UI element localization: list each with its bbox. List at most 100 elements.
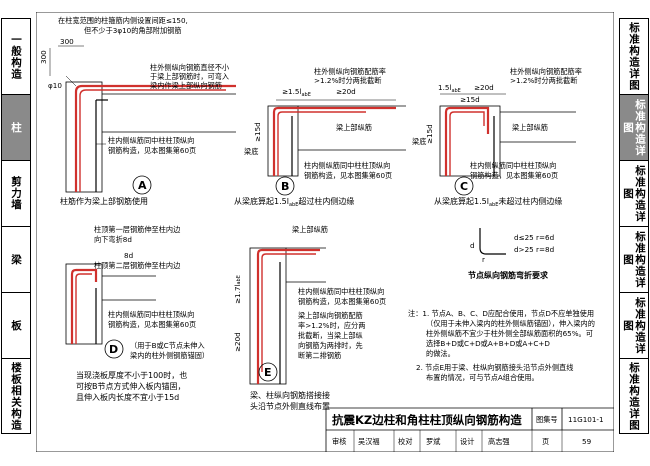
atlas-number: 11G101-1 (568, 415, 604, 424)
detail-e-note-5: 批截断，当梁上部纵 (298, 331, 363, 340)
bend-d-label: d (470, 241, 475, 250)
title-block: 抗震KZ边柱和角柱柱顶纵向钢筋构造 图集号 11G101-1 审核 吴汉福 校对… (325, 407, 614, 452)
left-tab-column[interactable]: 柱 (1, 94, 31, 160)
right-tab-1[interactable]: 标准构造详图 (619, 18, 649, 94)
left-category-tabs: 一般构造 柱 剪力墙 梁 板 楼板相关构造 (1, 18, 31, 434)
right-tab-2[interactable]: 标准构造详图 (619, 94, 649, 160)
reviewer-name: 吴汉福 (358, 437, 380, 446)
bend-caption: 节点纵向钢筋弯折要求 (468, 270, 549, 280)
detail-c-dim-20d: ≥20d (474, 83, 494, 92)
detail-b-dim-15d: ≥15d (253, 122, 262, 142)
detail-c-note-bottom-1: 柱内侧纵筋同中柱柱顶纵向 (470, 161, 556, 170)
detail-b-dim-len: ≥1.5labE (282, 87, 311, 98)
right-category-tabs: 标准构造详图 标准构造详图 标准构造详图 标准构造详图 标准构造详图 标准构造详… (619, 18, 649, 434)
page-label: 页 (542, 437, 549, 446)
detail-e-note-1: 柱内侧纵筋同中柱柱顶纵向 (298, 287, 384, 296)
detail-e-caption-1: 梁、柱纵向钢筋搭接接 (250, 390, 330, 400)
detail-b-caption: 从梁底算起1.5labE超过柱内侧边缘 (234, 196, 354, 208)
detail-b-note-2: >1.2%时分两批截断 (314, 76, 381, 85)
note-line-4: 选择B+D或C+D或A+B+D或A+C+D (426, 339, 550, 348)
detail-b: 柱外侧纵向钢筋配筋率 >1.2%时分两批截断 ≥1.5labE ≥20d ≥15… (234, 67, 406, 208)
detail-d-dim-8d: 8d (124, 251, 133, 260)
detail-b-beam-bottom: 梁底 (244, 147, 258, 156)
design-label: 设计 (460, 437, 474, 446)
detail-e-note-7: 断第二排钢筋 (298, 351, 341, 360)
detail-d-note-3: 柱顶第二层钢筋伸至柱内边 (94, 261, 180, 270)
sheet-title: 抗震KZ边柱和角柱柱顶纵向钢筋构造 (332, 413, 522, 427)
detail-a-note-bottom-1: 柱内侧纵筋同中柱柱顶纵向 (108, 136, 194, 145)
notes-block: 注：1. 节点A、B、C、D应配合使用，节点D不应单独使用 （仅用于未伸入梁内的… (408, 309, 595, 382)
note-line-2: （仅用于未伸入梁内的柱外侧纵筋锚固），伸入梁内的 (426, 319, 595, 328)
detail-c-dim-15d: ≥15d (460, 95, 480, 104)
detail-a-label: A (138, 179, 147, 192)
detail-a-dim-phi: φ10 (48, 81, 62, 90)
bend-rule-2: d>25 r=8d (514, 245, 554, 254)
right-tab-6[interactable]: 标准构造详图 (619, 358, 649, 434)
detail-c-note-1: 柱外侧纵向钢筋配筋率 (510, 67, 582, 76)
detail-a-note-side-2: 于梁上部钢筋时，可弯入 (150, 72, 229, 81)
detail-d-label-note-1: （用于B或C节点未伸入 (130, 341, 205, 350)
detail-d-caption-3: 且伸入板内长度不宜小于15d (76, 392, 179, 402)
detail-b-label: B (281, 180, 289, 193)
check-label: 校对 (398, 437, 412, 446)
left-tab-beam[interactable]: 梁 (1, 226, 31, 292)
detail-a-note-top-1: 在柱宽范围的柱箍筋内侧设置间距≤150, (58, 16, 188, 25)
detail-c-dim-len: 1.5labE (438, 83, 461, 94)
detail-c-note-2: >1.2%时分两批截断 (510, 76, 577, 85)
detail-e: 梁上部纵筋 ≥1.7labE ≥20d 柱内侧纵筋同中柱柱顶纵向 钢筋构造，见本… (233, 225, 386, 411)
note-line-6: 2. 节点E用于梁、柱纵向钢筋接头沿节点外侧直线 (416, 363, 573, 372)
detail-e-note-3: 梁上部纵向钢筋配筋 (298, 311, 363, 320)
detail-d-note-2: 向下弯折8d (94, 235, 132, 244)
detail-c-dim-15d-v: ≥15d (425, 124, 434, 144)
detail-a-note-bottom-2: 钢筋构造，见本图集第60页 (108, 146, 196, 155)
note-line-3: 柱外侧纵筋不宜少于柱外侧全部纵筋面积的65%。可 (426, 329, 593, 338)
detail-c-label: C (460, 180, 468, 193)
detail-c-note-bottom-2: 钢筋构造，见本图集第60页 (470, 171, 558, 180)
detail-e-beam-top: 梁上部纵筋 (292, 225, 328, 234)
detail-a-note-side-1: 柱外侧纵向钢筋直径不小 (150, 63, 229, 72)
detail-a-note-top-2: 但不少于3φ10的角部附加钢筋 (84, 26, 182, 35)
detail-a-dim-300-h: 300 (60, 37, 74, 46)
detail-a: 在柱宽范围的柱箍筋内侧设置间距≤150, 但不少于3φ10的角部附加钢筋 300… (39, 16, 236, 206)
right-tab-3[interactable]: 标准构造详图 (619, 160, 649, 226)
note-line-5: 的做法。 (426, 349, 455, 358)
left-tab-shearwall[interactable]: 剪力墙 (1, 160, 31, 226)
detail-a-note-side-3: 梁内作梁上部纵向钢筋 (150, 81, 222, 90)
detail-d: 柱顶第一层钢筋伸至柱内边 向下弯折8d 8d 柱顶第二层钢筋伸至柱内边 柱内侧纵… (65, 225, 209, 402)
detail-d-note-1: 柱顶第一层钢筋伸至柱内边 (94, 225, 180, 234)
page-number: 59 (582, 437, 592, 446)
right-tab-5[interactable]: 标准构造详图 (619, 292, 649, 358)
detail-b-dim-20d: ≥20d (336, 87, 356, 96)
detail-c-beam-top: 梁上部纵筋 (512, 123, 548, 132)
detail-c-beam-bottom: 梁底 (412, 137, 426, 146)
detail-e-note-6: 向钢筋为两排时，先 (298, 341, 363, 350)
detail-e-caption-2: 头沿节点外侧直线布置 (250, 401, 330, 411)
right-tab-4[interactable]: 标准构造详图 (619, 226, 649, 292)
detail-d-label-note-2: 梁内的柱外侧钢筋锚固） (130, 351, 209, 360)
detail-e-label: E (264, 366, 272, 379)
atlas-label: 图集号 (536, 415, 558, 424)
left-tab-general[interactable]: 一般构造 (1, 18, 31, 94)
left-tab-floor-related[interactable]: 楼板相关构造 (1, 358, 31, 434)
detail-a-caption: 柱筋作为梁上部钢筋使用 (60, 196, 148, 206)
detail-d-note-bottom-1: 柱内侧纵筋同中柱柱顶纵向 (108, 310, 194, 319)
detail-b-note-bottom-1: 柱内侧纵筋同中柱柱顶纵向 (304, 161, 390, 170)
detail-d-label: D (109, 343, 118, 356)
drawing-sheet: 在柱宽范围的柱箍筋内侧设置间距≤150, 但不少于3φ10的角部附加钢筋 300… (36, 12, 614, 452)
detail-b-beam-top: 梁上部纵筋 (336, 123, 372, 132)
detail-e-note-4: 率>1.2%时，应分两 (298, 321, 365, 330)
detail-e-note-2: 钢筋构造，见本图集第60页 (298, 297, 386, 306)
detail-b-note-1: 柱外侧纵向钢筋配筋率 (314, 67, 386, 76)
detail-d-caption-2: 可按B节点方式伸入板内锚固， (76, 381, 186, 391)
bend-rule-1: d≤25 r=6d (514, 233, 554, 242)
detail-e-dim-20d: ≥20d (233, 332, 242, 352)
note-line-7: 布置的情况，可与节点A组合使用。 (426, 373, 539, 382)
left-tab-slab[interactable]: 板 (1, 292, 31, 358)
detail-c-caption: 从梁底算起1.5labE未超过柱内侧边缘 (434, 196, 562, 208)
detail-d-caption-1: 当现浇板厚度不小于100时，也 (76, 370, 187, 380)
detail-a-dim-300-v: 300 (39, 50, 48, 64)
bend-r-label: r (482, 255, 485, 264)
note-line-1: 注：1. 节点A、B、C、D应配合使用，节点D不应单独使用 (408, 309, 594, 318)
bend-requirement: d r d≤25 r=6d d>25 r=8d 节点纵向钢筋弯折要求 (468, 228, 554, 280)
detail-b-note-bottom-2: 钢筋构造，见本图集第60页 (304, 171, 392, 180)
